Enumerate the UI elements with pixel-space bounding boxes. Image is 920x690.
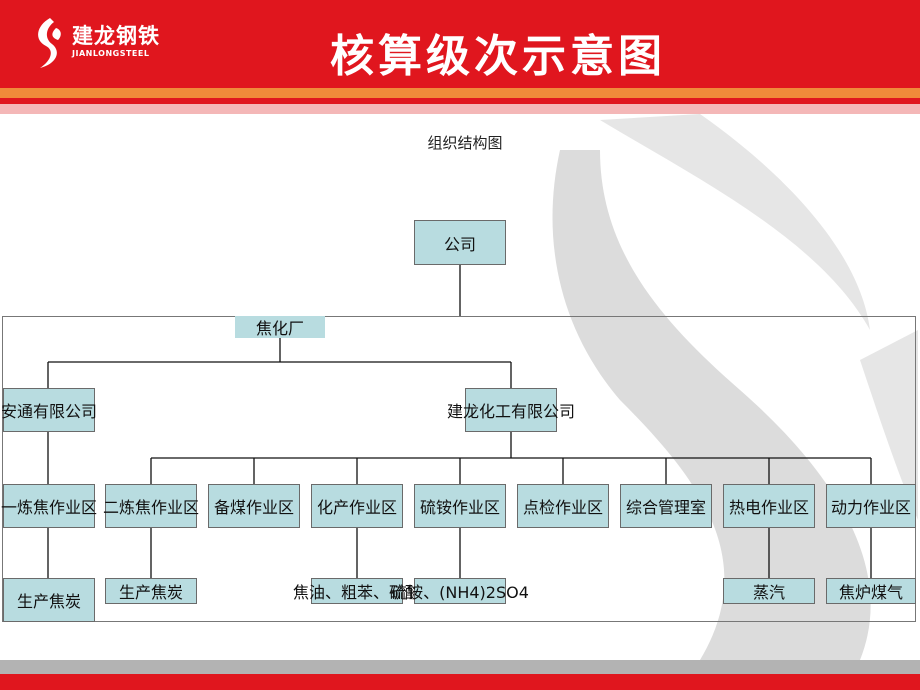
header-bar bbox=[0, 0, 920, 88]
node-area-inspection: 点检作业区 bbox=[517, 484, 609, 528]
node-product-coke-left: 生产焦炭 bbox=[3, 578, 95, 622]
plant-frame bbox=[2, 316, 916, 622]
logo-english-text: JIANLONGSTEEL bbox=[72, 49, 150, 58]
node-area-chemical: 化产作业区 bbox=[311, 484, 403, 528]
node-company: 公司 bbox=[414, 220, 506, 265]
node-product-coke: 生产焦炭 bbox=[105, 578, 197, 604]
watermark-logo-shape bbox=[552, 114, 918, 660]
header-stripe-pink bbox=[0, 104, 920, 114]
node-antong-company: 安通有限公司 bbox=[1, 388, 97, 432]
diagram-caption: 组织结构图 bbox=[427, 134, 503, 152]
node-area-power: 动力作业区 bbox=[826, 484, 916, 528]
header-stripe-orange bbox=[0, 88, 920, 98]
footer-stripe-red bbox=[0, 674, 920, 690]
node-coking-area-1: 一炼焦作业区 bbox=[1, 484, 97, 528]
node-area-thermal-power: 热电作业区 bbox=[723, 484, 815, 528]
node-product-tar-benzene-acid: 焦油、粗苯、硫酸 bbox=[293, 578, 421, 604]
page-title: 核算级次示意图 bbox=[330, 31, 666, 82]
node-area-coking-2: 二炼焦作业区 bbox=[103, 484, 199, 528]
header-stripe-red bbox=[0, 98, 920, 104]
node-area-coal-prep: 备煤作业区 bbox=[208, 484, 300, 528]
company-logo: 建龙钢铁 JIANLONGSTEEL bbox=[30, 16, 170, 72]
node-product-coke-gas: 焦炉煤气 bbox=[826, 578, 916, 604]
footer-stripe-gray bbox=[0, 660, 920, 674]
logo-chinese-text: 建龙钢铁 bbox=[72, 24, 160, 48]
node-jianlong-chemical: 建龙化工有限公司 bbox=[447, 388, 575, 432]
node-product-ammonium-sulfate: 硫铵、(NH4)2SO4 bbox=[391, 578, 529, 604]
dragon-logo-icon bbox=[38, 18, 61, 68]
node-coking-plant: 焦化厂 bbox=[235, 316, 325, 338]
node-product-steam: 蒸汽 bbox=[723, 578, 815, 604]
node-area-ammonium-sulfate: 硫铵作业区 bbox=[414, 484, 506, 528]
node-area-management: 综合管理室 bbox=[620, 484, 712, 528]
